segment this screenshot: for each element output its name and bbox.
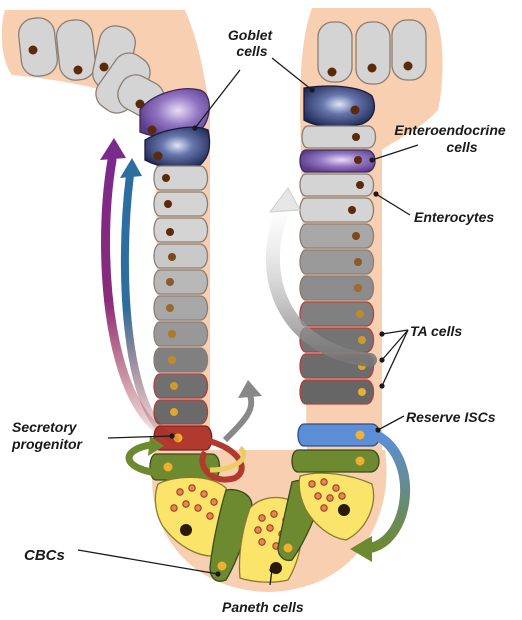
- label-enterocytes: Enterocytes: [414, 209, 494, 225]
- enterocyte: [318, 22, 352, 82]
- enterocyte: [154, 166, 208, 190]
- label-paneth-cells: Paneth cells: [222, 599, 304, 615]
- enterocyte: [302, 126, 376, 148]
- enterocyte: [154, 218, 208, 242]
- cbc-cell: [292, 450, 379, 472]
- ta-cell: [154, 374, 208, 398]
- arrow-grey-left: [225, 395, 251, 440]
- label-ta-cells: TA cells: [410, 323, 462, 339]
- label-goblet-line2: cells: [236, 43, 267, 59]
- enterocyte: [300, 174, 374, 196]
- enterocyte: [154, 192, 208, 216]
- label-secretory-line1: Secretory: [12, 419, 78, 435]
- ta-cell: [300, 250, 374, 274]
- enterocyte: [17, 16, 59, 77]
- enteroendocrine-cell: [300, 150, 375, 172]
- arrowhead-blue: [120, 158, 142, 178]
- ta-cell: [300, 224, 374, 248]
- right-top-cells: [318, 20, 426, 84]
- pointer-ta-3: [382, 330, 408, 386]
- enterocyte: [55, 18, 97, 81]
- ta-cell: [300, 380, 374, 404]
- ta-cell: [300, 302, 374, 326]
- left-column-cells: [154, 166, 212, 450]
- enterocyte: [154, 244, 208, 268]
- label-enteroendocrine: Enteroendocrine cells: [394, 122, 509, 155]
- arrowhead-grey-up: [270, 188, 300, 212]
- ta-cell: [154, 322, 208, 346]
- pointer-ta-2: [382, 330, 408, 360]
- enterocyte: [392, 20, 426, 80]
- ta-cell: [300, 276, 374, 300]
- ta-cell: [154, 348, 208, 372]
- label-goblet-line1: Goblet: [228, 27, 274, 43]
- label-cbcs: CBCs: [24, 547, 65, 564]
- ta-cell: [154, 296, 208, 320]
- arrowhead-purple: [100, 138, 126, 160]
- pointer-ta-1: [382, 330, 408, 334]
- label-goblet: Goblet cells: [228, 27, 276, 59]
- reserve-isc-cell: [298, 424, 380, 446]
- enterocyte: [300, 198, 374, 222]
- goblet-cell: [304, 86, 374, 127]
- enterocyte: [356, 22, 390, 84]
- label-enteroendocrine-line1: Enteroendocrine: [394, 122, 505, 138]
- label-enteroendocrine-line2: cells: [446, 139, 477, 155]
- label-secretory-line2: progenitor: [11, 436, 84, 452]
- ta-cell: [154, 270, 208, 294]
- ta-cell: [154, 400, 208, 424]
- arrowhead-grey-left: [238, 380, 262, 398]
- label-secretory-progenitor: Secretory progenitor: [11, 419, 84, 452]
- label-reserve-iscs: Reserve ISCs: [406, 409, 496, 425]
